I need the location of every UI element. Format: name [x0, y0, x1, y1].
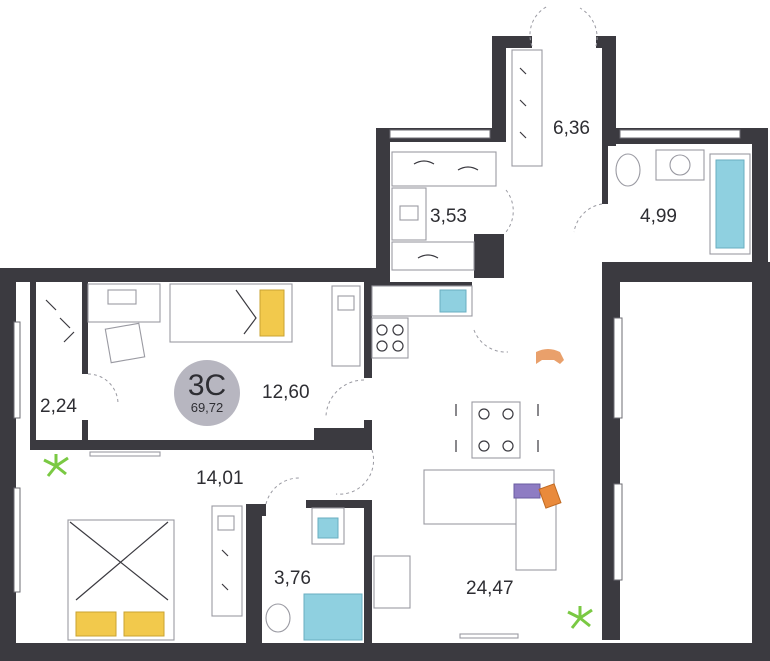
- area-labels: 6,36 3,53 4,99 2,24 12,60 14,01 3,76 24,…: [40, 118, 677, 599]
- windows: [13, 129, 741, 593]
- furniture: [43, 49, 751, 641]
- door-swings: [87, 5, 603, 505]
- apartment-total-area: 69,72: [191, 400, 224, 415]
- apartment-badge: 3С 69,72: [174, 360, 240, 426]
- room-area-bedroom-small: 12,60: [262, 382, 310, 403]
- room-area-storage: 3,53: [430, 206, 467, 227]
- room-area-living-kitchen: 24,47: [466, 578, 514, 599]
- room-area-wardrobe: 2,24: [40, 396, 77, 417]
- apartment-type-label: 3С: [188, 369, 226, 402]
- badge-circle: [174, 360, 240, 426]
- room-area-bathroom: 4,99: [640, 206, 677, 227]
- room-area-hall-top: 6,36: [553, 118, 590, 139]
- room-area-bedroom-large: 14,01: [196, 468, 244, 489]
- room-area-shower-room: 3,76: [274, 568, 311, 589]
